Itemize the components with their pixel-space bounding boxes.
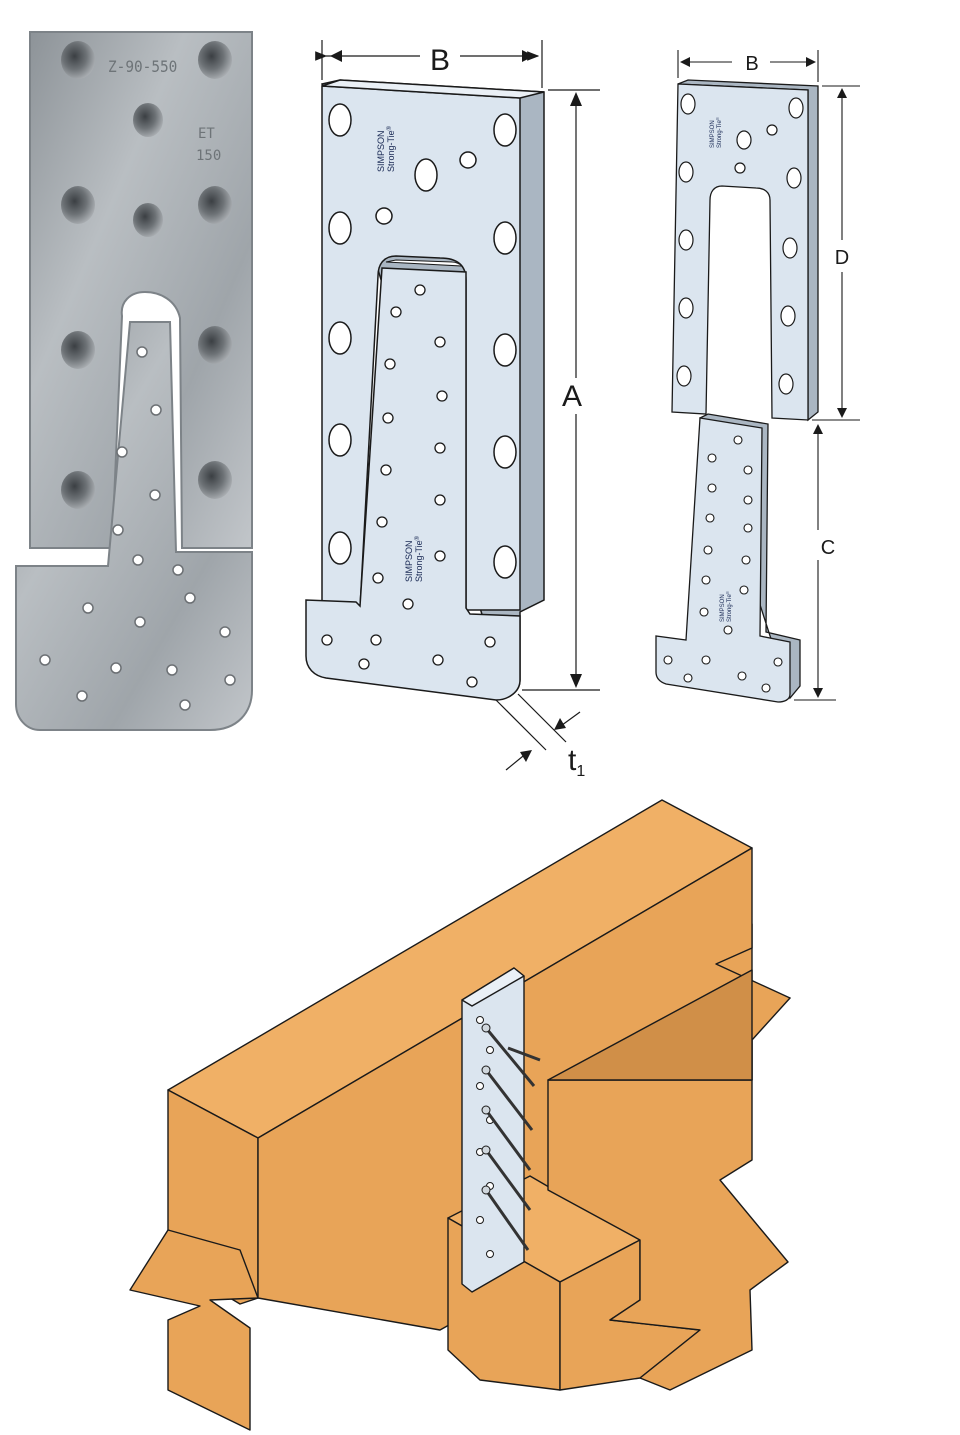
main-beam-cut-left [129,1229,259,1431]
drawing-small-holes [321,284,496,688]
label-d: D [835,247,849,269]
svg-text:Z-90-550: Z-90-550 [108,57,177,76]
upper-part-holes [676,93,804,395]
upper-part-front [671,83,809,421]
label-c: C [821,537,835,559]
label-b: B [430,44,450,77]
photo-plate: Z-90-550 ET 150 [15,31,253,731]
dimension-b-parts [677,50,819,82]
lower-brand-mark: SIMPSON Strong-Tie® [720,591,733,622]
photo-large-holes [61,41,232,509]
photo-stamp-code: Z-90-550 [108,57,177,76]
photo-stamp-model-2: 150 [196,148,221,164]
installed-plate [461,967,525,1293]
dimension-d [812,85,860,421]
svg-text:Strong-Tie®: Strong-Tie® [414,535,424,582]
svg-text:Strong-Tie®: Strong-Tie® [715,117,723,148]
label-t: t1 [568,744,585,780]
screw-heads [481,1023,491,1195]
drawing-large-holes [328,103,517,579]
svg-text:SIMPSON: SIMPSON [404,540,414,582]
dimension-c [794,426,836,701]
label-a: A [562,380,582,413]
label-b-parts: B [745,53,758,75]
dimension-a [522,89,600,691]
assembled-plate-drawing: SIMPSON Strong-Tie® SIMPSON Strong-Tie® … [305,40,600,780]
lower-part-front [655,417,791,703]
lower-right-beam [547,1079,789,1391]
photo-stamp-model-1: ET [198,126,215,142]
exploded-parts-drawing: SIMPSON Strong-Tie® [655,50,860,703]
photo-small-holes [39,346,236,711]
photo-lower-plate [15,321,253,731]
drawing-mid-holes [375,151,477,225]
upper-brand-mark: SIMPSON Strong-Tie® [710,117,723,148]
svg-text:SIMPSON: SIMPSON [376,130,386,172]
brand-mark-bottom: SIMPSON Strong-Tie® [404,535,424,582]
photo-upper-plate [29,31,253,549]
svg-text:SIMPSON: SIMPSON [710,120,716,148]
svg-text:Strong-Tie®: Strong-Tie® [725,591,733,622]
timber-installation-drawing [129,799,791,1431]
svg-text:SIMPSON: SIMPSON [720,594,726,622]
dimension-t1 [495,693,581,771]
svg-text:Strong-Tie®: Strong-Tie® [386,125,396,172]
lower-part-holes [663,435,783,693]
brand-mark-top: SIMPSON Strong-Tie® [376,125,396,172]
screws [484,1027,541,1251]
